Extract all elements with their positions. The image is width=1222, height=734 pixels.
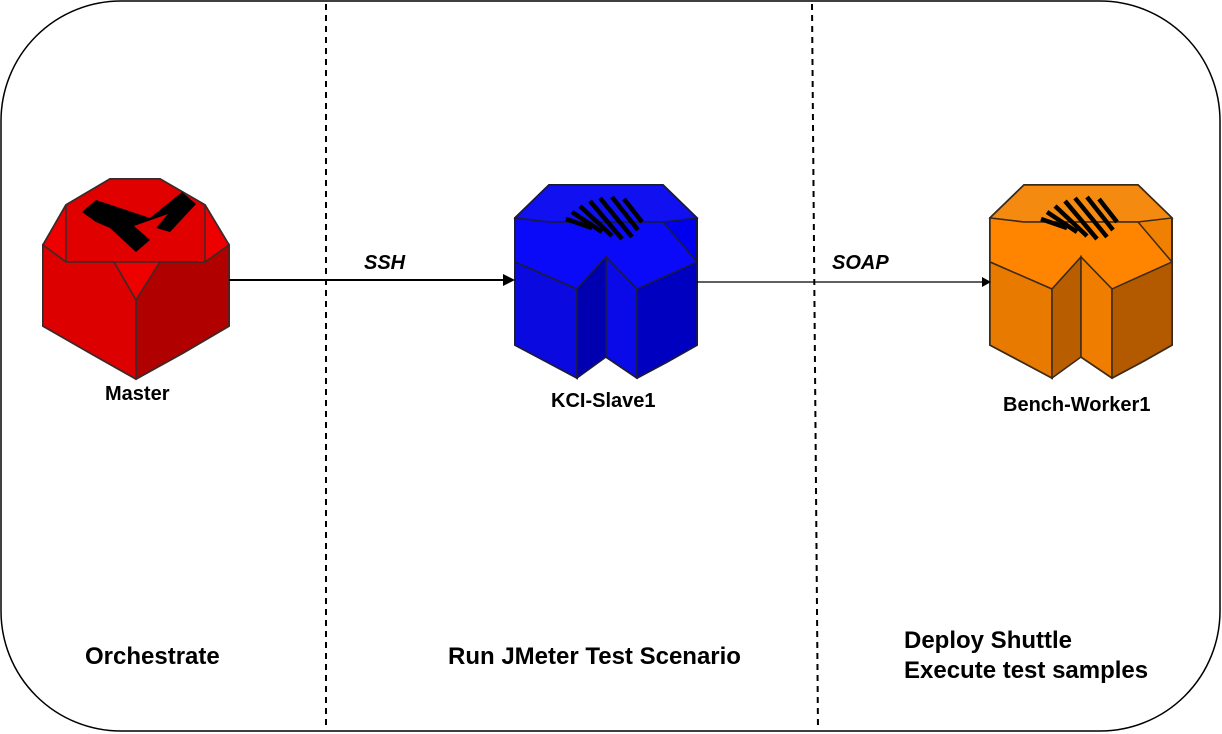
jenkins-slave-icon (565, 195, 644, 241)
slave-label: KCI-Slave1 (551, 390, 656, 412)
master-m-icon (82, 192, 196, 252)
ssh-connector (229, 274, 515, 286)
lane-divider-right (811, 3, 819, 731)
stage-deploy-line2: Execute test samples (904, 657, 1149, 684)
soap-label: SOAP (832, 252, 889, 274)
ssh-label: SSH (364, 252, 406, 274)
stage-deploy-label: Deploy Shuttle Execute test samples (904, 626, 1148, 686)
slave-node (513, 184, 699, 380)
master-label: Master (105, 383, 170, 405)
stage-run-label: Run JMeter Test Scenario (448, 643, 741, 670)
soap-connector (697, 277, 991, 287)
jenkins-worker-icon (1040, 195, 1119, 241)
worker-label: Bench-Worker1 (1003, 394, 1151, 416)
stage-orchestrate-label: Orchestrate (85, 643, 220, 670)
worker-node (988, 184, 1174, 380)
master-node (42, 178, 231, 381)
stage-deploy-line1: Deploy Shuttle (904, 627, 1073, 654)
